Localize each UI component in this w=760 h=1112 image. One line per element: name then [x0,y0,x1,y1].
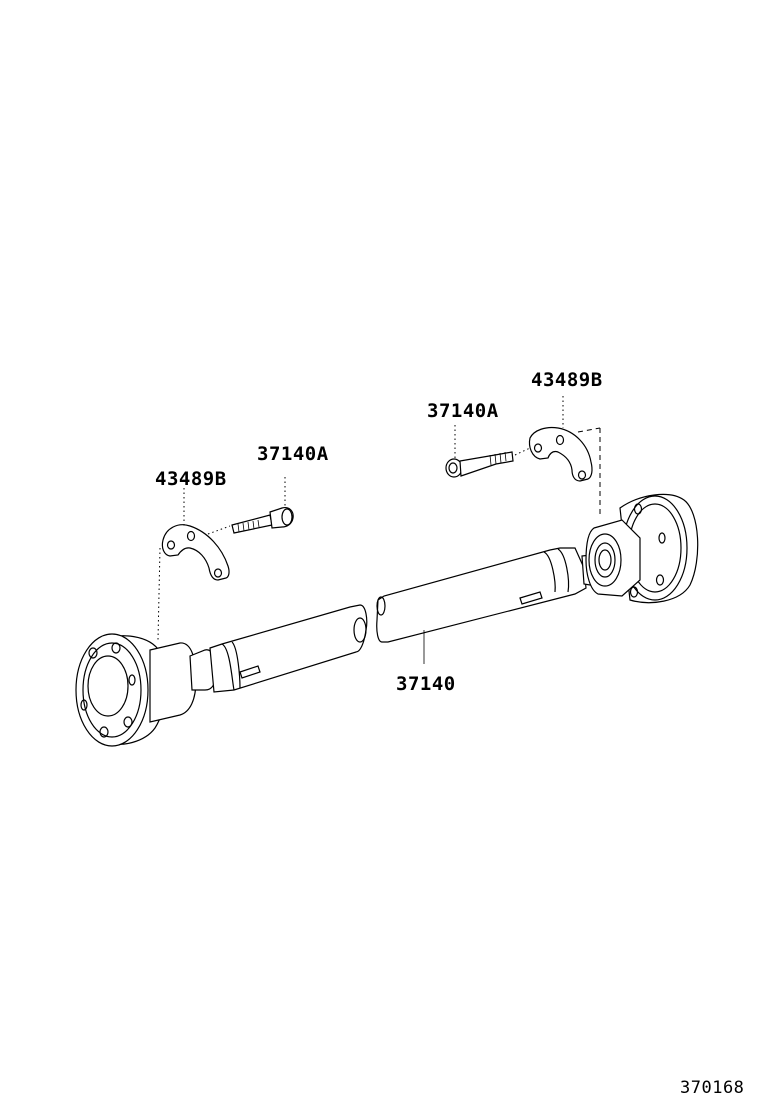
left-bolt [231,507,294,534]
left-shaft-tube [209,604,368,693]
callout-left-clamp-43489b[interactable]: 43489B [155,468,227,490]
right-bolt [445,451,514,478]
right-clamp-bracket [528,426,593,482]
callout-left-bolt-37140a[interactable]: 37140A [257,443,329,465]
callout-right-clamp-43489b[interactable]: 43489B [531,369,603,391]
diagram-reference-number: 370168 [680,1078,745,1098]
callout-shaft-37140[interactable]: 37140 [396,673,456,695]
callout-right-bolt-37140a[interactable]: 37140A [427,400,499,422]
right-shaft-tube [376,547,613,643]
left-clamp-bracket [161,524,230,581]
right-flange [585,493,699,604]
left-cv-joint-flange [75,633,217,747]
